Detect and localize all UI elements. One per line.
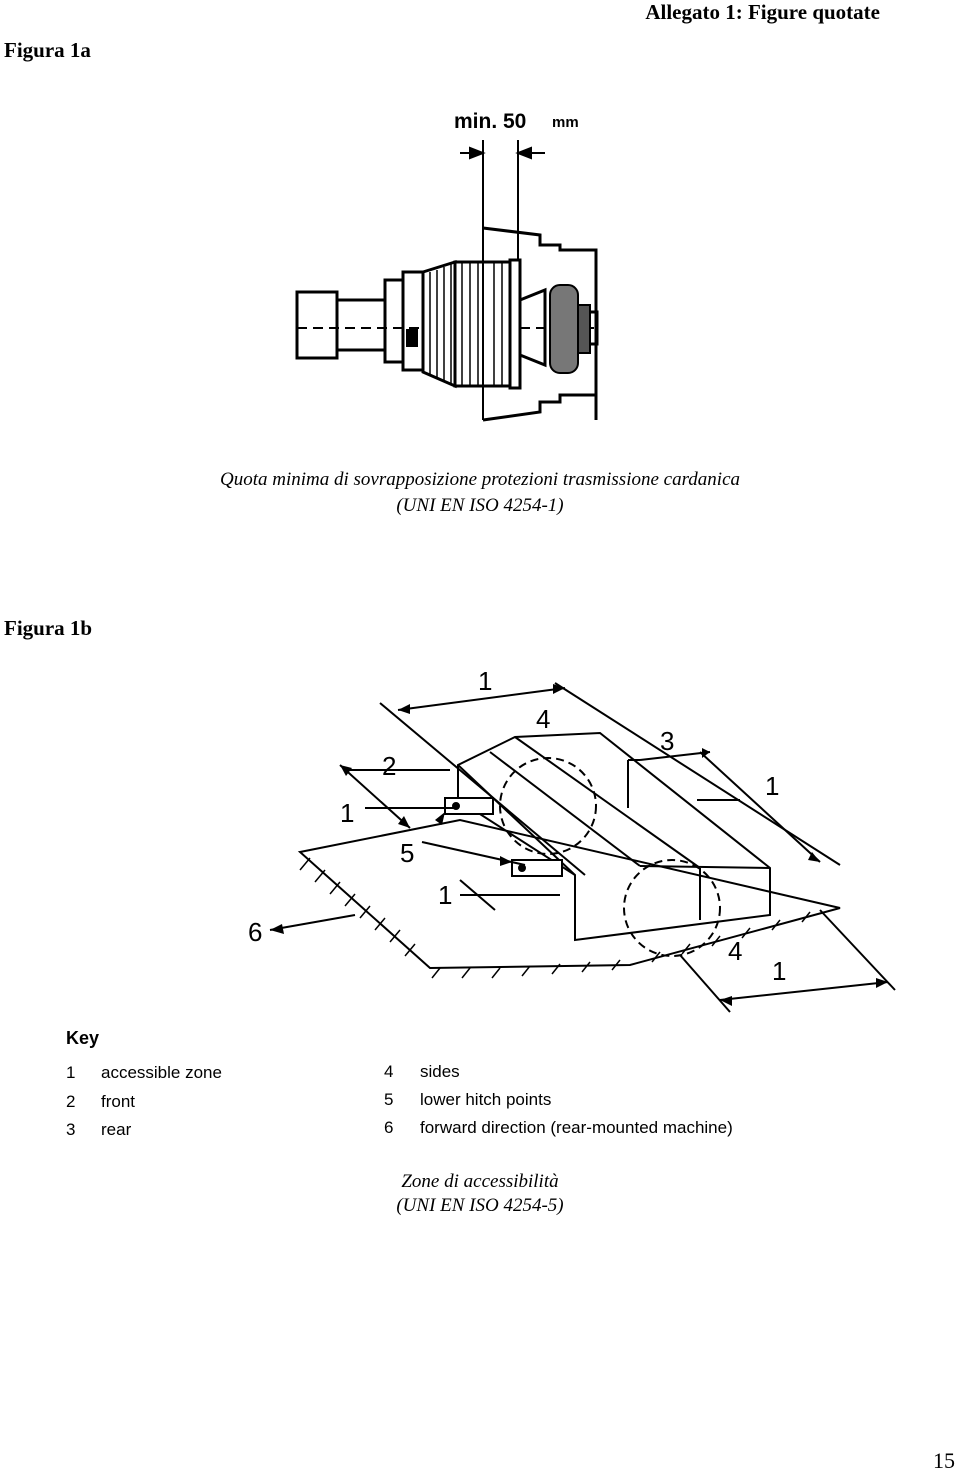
cone-ribs (429, 262, 503, 386)
figure-1a-label: Figura 1a (4, 38, 91, 62)
wheel-upper (499, 757, 597, 855)
key-right-text-4: sides (420, 1062, 460, 1081)
ground-plane (297, 818, 841, 970)
dimension-arrowheads (270, 684, 888, 1006)
key-title: Key (66, 1028, 100, 1048)
figure-1b-caption-line2: (UNI EN ISO 4254-5) (396, 1195, 564, 1216)
callout-1-right: 1 (765, 771, 779, 801)
key-right-text-6: forward direction (rear-mounted machine) (420, 1118, 733, 1137)
callout-3: 3 (660, 726, 674, 756)
callout-4-top: 4 (536, 704, 550, 734)
key-left-text-3: rear (101, 1120, 132, 1139)
figure-1b-drawing: 1 4 3 1 2 1 5 1 6 4 1 (248, 666, 896, 1013)
page-header-title: Allegato 1: Figure quotate (645, 0, 880, 24)
figure-1b-caption-line1: Zone di accessibilità (401, 1171, 559, 1192)
callout-1-bottom: 1 (772, 956, 786, 986)
key-left-num-3: 3 (66, 1120, 76, 1139)
callout-6: 6 (248, 917, 262, 947)
callout-5: 5 (400, 838, 414, 868)
dimension-text: min. 50 (454, 110, 526, 133)
callout-1-top: 1 (478, 666, 492, 696)
callout-2: 2 (382, 751, 396, 781)
callout-1-center: 1 (438, 880, 452, 910)
figure-1b-label: Figura 1b (4, 616, 93, 640)
hitch-point-left (444, 797, 494, 815)
shaft-assembly (295, 226, 600, 422)
figure-1a-caption-line2: (UNI EN ISO 4254-1) (396, 495, 564, 516)
dimension-arrows (460, 140, 545, 420)
figure-1a-drawing: min. 50 mm (295, 110, 600, 422)
ground-hatching (299, 857, 811, 979)
key-right-num-5: 5 (384, 1090, 394, 1109)
page-number: 15 (933, 1448, 955, 1473)
locking-pin (402, 280, 418, 362)
callout-4-bottom: 4 (728, 936, 742, 966)
grey-coupling (549, 284, 591, 374)
figure-1a-caption-line1: Quota minima di sovrapposizione protezio… (219, 469, 741, 490)
key-left-text-2: front (101, 1092, 136, 1111)
key-left-text-1: accessible zone (101, 1063, 222, 1082)
key-right-text-5: lower hitch points (420, 1090, 552, 1109)
key-left-num-1: 1 (66, 1063, 76, 1082)
callout-1-left: 1 (340, 798, 354, 828)
key-left-num-2: 2 (66, 1092, 76, 1111)
key-right-num-6: 6 (384, 1118, 394, 1137)
accessible-zone-box (457, 731, 771, 942)
dimension-unit: mm (552, 114, 579, 131)
wheel-lower (623, 859, 721, 957)
key-right-num-4: 4 (384, 1062, 394, 1081)
